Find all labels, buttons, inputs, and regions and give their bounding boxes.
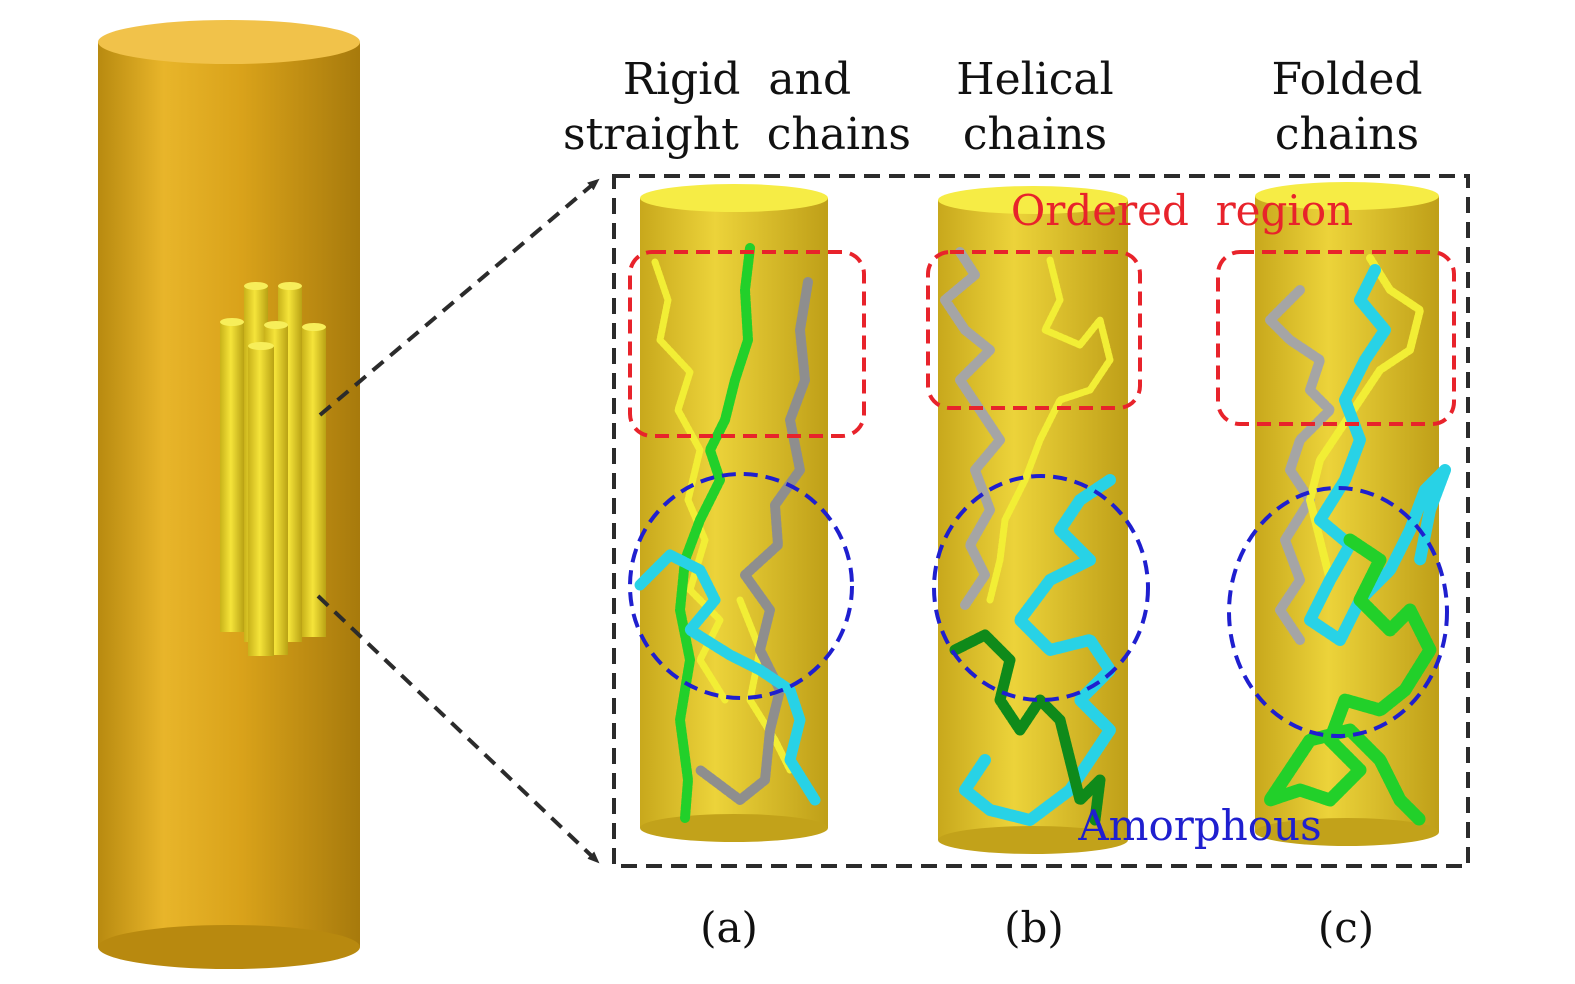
yellow-chain [1306,254,1424,584]
chain-cylinder-a [628,184,866,842]
green-chain [1263,533,1437,827]
caption-a: (a) [700,903,758,952]
amorphous-region-outline [1227,486,1449,738]
amorphous-label: Amorphous [1077,801,1321,850]
yellow-chain [651,258,729,704]
ordered-region-outline [628,250,866,438]
fibril-rod [220,318,244,632]
chain-cylinder-b [926,186,1150,854]
cyan-chain [1304,264,1451,646]
column-a-title-line2: straight chains [563,109,911,160]
ordered-region-label: Ordered region [1011,186,1353,235]
gray-chain [695,277,813,805]
amorphous-region-outline [932,474,1150,702]
cyan-chain [959,474,1116,826]
zoom-arrow-top [318,178,600,417]
column-b-title-line2: chains [963,109,1107,160]
green-chain [675,243,755,823]
column-a-title-line1: Rigid and [623,54,851,105]
ordered-region-outline [926,250,1142,410]
column-c-title-line2: chains [1275,109,1419,160]
zoom-frame [612,174,1470,868]
gray-chain [1265,285,1335,645]
column-c-title-line1: Folded [1271,54,1422,105]
ordered-region-outline [1216,250,1456,426]
column-b-title-line1: Helical [956,54,1114,105]
dark-green-chain [949,629,1106,826]
fibril-bundle [220,282,326,656]
zoom-arrow-bottom [316,594,600,864]
caption-c: (c) [1318,903,1374,952]
fibril-rod [248,342,274,656]
fibril-rod [302,323,326,637]
caption-b: (b) [1004,903,1064,952]
chain-cylinder-c [1216,182,1456,846]
yellow-chain [986,256,1114,604]
cyan-chain [634,549,821,806]
yellow-chain [736,596,794,774]
amorphous-region-outline [628,472,854,700]
